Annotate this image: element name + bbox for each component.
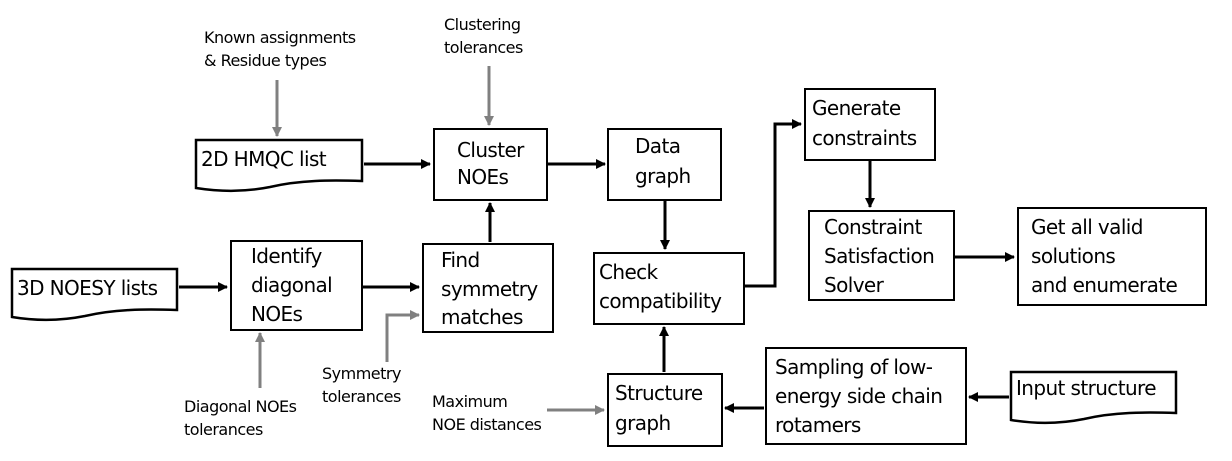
process-solutions-line-3: and enumerate xyxy=(1031,273,1178,297)
process-sampling-rotamers: Sampling of low- energy side chain rotam… xyxy=(765,347,967,445)
process-structure-graph: Structure graph xyxy=(607,373,723,447)
process-check-line-2: compatibility xyxy=(599,289,722,313)
param-diagonal-line-1: Diagonal NOEs xyxy=(184,397,297,416)
process-identify-diagonal-noes: Identify diagonal NOEs xyxy=(230,240,363,331)
doc-shape-noesy xyxy=(10,267,179,322)
input-3d-noesy-label: 3D NOESY lists xyxy=(17,276,158,300)
process-data-graph: Data graph xyxy=(607,128,722,201)
process-find-sym-line-3: matches xyxy=(441,305,523,329)
param-known-line-2: & Residue types xyxy=(204,51,327,70)
param-max-noe-distances: Maximum NOE distances xyxy=(432,390,542,436)
param-symmetry-tolerances: Symmetry tolerances xyxy=(322,362,401,408)
process-data-graph-line-1: Data xyxy=(635,134,681,158)
process-check-line-1: Check xyxy=(599,260,658,284)
process-identify-line-1: Identify xyxy=(251,244,322,268)
doc-shape-hmqc xyxy=(194,138,364,193)
input-3d-noesy-lists: 3D NOESY lists xyxy=(12,269,177,319)
process-sampling-line-1: Sampling of low- xyxy=(775,355,933,379)
process-sampling-line-3: rotamers xyxy=(775,413,861,437)
process-identify-line-3: NOEs xyxy=(251,302,303,326)
param-diagonal-line-2: tolerances xyxy=(184,420,263,439)
process-find-sym-line-1: Find xyxy=(441,248,480,272)
param-known-assignments: Known assignments & Residue types xyxy=(204,26,356,72)
arrow-check-to-generate xyxy=(745,119,802,288)
input-2d-hmqc-label: 2D HMQC list xyxy=(201,147,327,171)
input-structure-label: Input structure xyxy=(1016,376,1157,400)
process-get-valid-solutions: Get all valid solutions and enumerate xyxy=(1017,207,1207,306)
param-max-noe-line-2: NOE distances xyxy=(432,415,542,434)
process-data-graph-line-2: graph xyxy=(635,164,691,188)
process-solutions-line-2: solutions xyxy=(1031,244,1116,268)
process-generate-line-1: Generate xyxy=(812,96,901,120)
input-structure: Input structure xyxy=(1011,372,1176,422)
process-cluster-noes: Cluster NOEs xyxy=(433,128,548,201)
process-structure-graph-line-2: graph xyxy=(615,411,671,435)
param-known-line-1: Known assignments xyxy=(204,28,356,47)
param-clustering-line-1: Clustering xyxy=(444,15,521,34)
process-generate-constraints: Generate constraints xyxy=(804,88,936,161)
param-symmetry-line-1: Symmetry xyxy=(322,364,401,383)
process-find-symmetry-matches: Find symmetry matches xyxy=(422,243,554,333)
process-check-compatibility: Check compatibility xyxy=(593,252,745,325)
process-identify-line-2: diagonal xyxy=(251,273,333,297)
process-cluster-line-1: Cluster xyxy=(457,138,524,162)
process-solver-line-2: Satisfaction xyxy=(824,244,935,268)
input-2d-hmqc-list: 2D HMQC list xyxy=(196,140,362,190)
process-generate-line-2: constraints xyxy=(812,126,917,150)
process-sampling-line-2: energy side chain xyxy=(775,384,943,408)
process-cluster-line-2: NOEs xyxy=(457,165,509,189)
process-structure-graph-line-1: Structure xyxy=(615,381,703,405)
process-solutions-line-1: Get all valid xyxy=(1031,215,1143,239)
param-max-noe-line-1: Maximum xyxy=(432,392,508,411)
param-clustering-line-2: tolerances xyxy=(444,38,523,57)
param-diagonal-tolerances: Diagonal NOEs tolerances xyxy=(184,395,297,441)
process-solver-line-1: Constraint xyxy=(824,215,922,239)
process-solver-line-3: Solver xyxy=(824,273,884,297)
param-symmetry-line-2: tolerances xyxy=(322,387,401,406)
param-clustering-tolerances: Clustering tolerances xyxy=(444,13,523,59)
arrow-symmetry-to-findsym xyxy=(385,310,420,362)
process-find-sym-line-2: symmetry xyxy=(441,277,538,301)
process-constraint-satisfaction-solver: Constraint Satisfaction Solver xyxy=(808,210,955,301)
doc-shape-input xyxy=(1009,370,1178,425)
